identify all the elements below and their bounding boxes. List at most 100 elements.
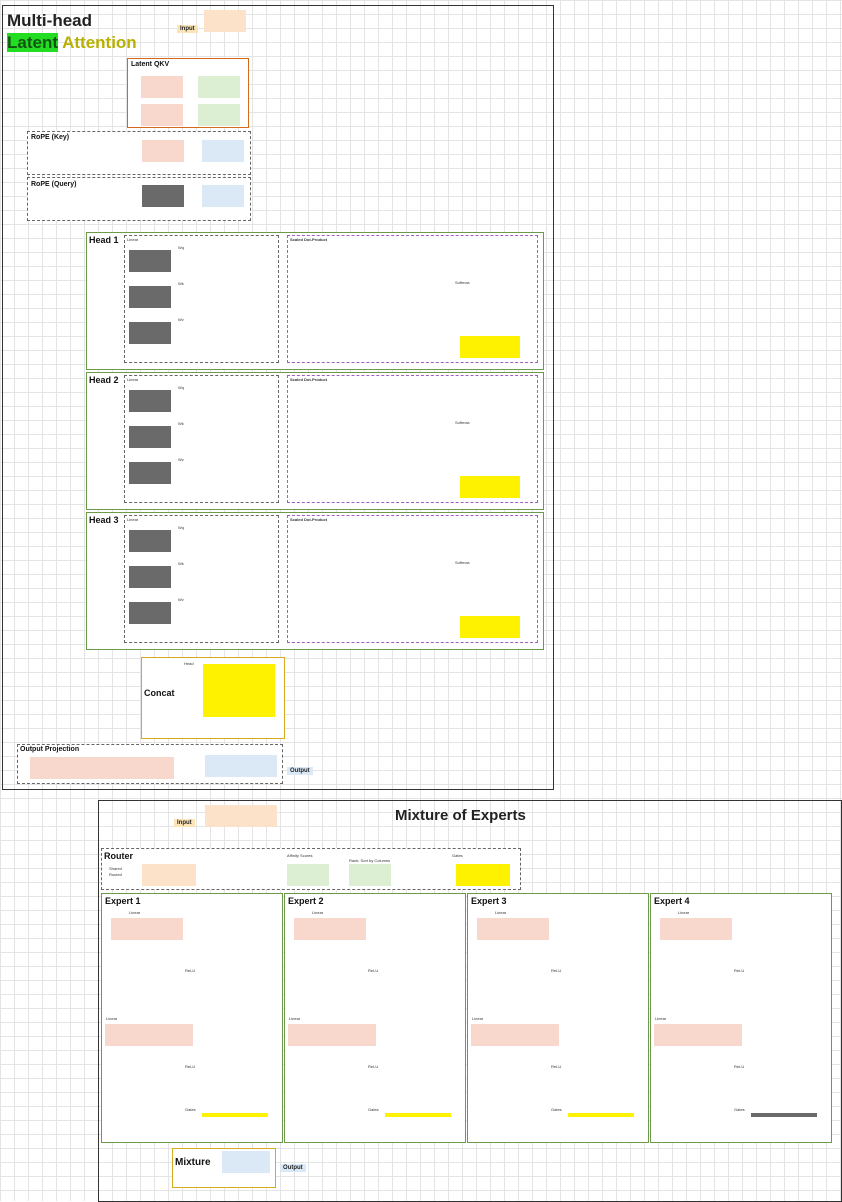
matrix-cell xyxy=(360,1037,368,1042)
attention-word: Attention xyxy=(62,33,137,52)
matrix-cell xyxy=(229,755,241,760)
matrix-cell xyxy=(157,390,164,395)
matrix-cell xyxy=(396,587,404,591)
matrix-cell xyxy=(245,548,253,552)
matrix-cell xyxy=(301,872,308,878)
matrix-cell xyxy=(218,23,225,28)
matrix-cell xyxy=(62,770,70,775)
matrix-cell xyxy=(169,1032,177,1038)
matrix-cell xyxy=(157,326,164,331)
matrix-cell xyxy=(229,340,237,344)
matrix-cell xyxy=(773,1082,784,1086)
matrix-cell xyxy=(161,1028,169,1033)
matrix-cell xyxy=(170,198,177,203)
matrix-cell xyxy=(335,447,342,451)
matrix-cell xyxy=(212,93,219,98)
matrix-cell xyxy=(129,398,136,404)
matrix-cell xyxy=(500,480,510,485)
matrix-cell xyxy=(509,926,517,932)
matrix-cell xyxy=(490,629,500,634)
matrix-cell xyxy=(150,263,157,268)
matrix-cell xyxy=(30,774,38,779)
matrix-cell xyxy=(164,390,171,395)
matrix-cell xyxy=(344,1032,352,1038)
matrix-cell xyxy=(503,1041,511,1046)
matrix-cell xyxy=(178,877,187,882)
rope-key-w-matrix xyxy=(142,140,184,162)
matrix-cell xyxy=(182,157,190,161)
head-scores-matrix xyxy=(380,569,428,591)
matrix-cell xyxy=(525,918,533,923)
matrix-cell xyxy=(130,157,138,161)
matrix-cell xyxy=(152,203,160,207)
matrix-cell xyxy=(335,587,342,591)
matrix-cell xyxy=(460,344,470,350)
matrix-cell xyxy=(245,584,253,588)
matrix-cell xyxy=(302,918,310,923)
matrix-cell xyxy=(226,121,233,126)
expert-gates-row xyxy=(568,1113,634,1118)
matrix-cell xyxy=(142,765,150,771)
matrix-cell xyxy=(156,153,163,158)
matrix-cell xyxy=(380,354,388,358)
matrix-cell xyxy=(142,770,150,775)
expert-title: Expert 3 xyxy=(471,896,507,906)
matrix-cell xyxy=(241,768,253,773)
matrix-cell xyxy=(70,770,78,775)
matrix-cell xyxy=(480,480,490,485)
matrix-cell xyxy=(470,353,480,358)
matrix-cell xyxy=(148,89,155,94)
matrix-cell xyxy=(342,926,350,932)
matrix-cell xyxy=(527,1032,535,1038)
matrix-cell xyxy=(102,770,110,775)
matrix-cell xyxy=(157,267,164,272)
matrix-cell xyxy=(203,699,215,704)
matrix-cell xyxy=(377,881,384,886)
matrix-cell xyxy=(143,615,150,620)
concat-head-label: Head xyxy=(184,661,194,666)
matrix-cell xyxy=(474,872,483,878)
matrix-cell xyxy=(166,770,174,775)
matrix-cell xyxy=(662,1028,670,1033)
matrix-cell xyxy=(86,770,94,775)
matrix-cell xyxy=(143,538,150,544)
matrix-cell xyxy=(654,1041,662,1046)
matrix-cell xyxy=(380,587,388,591)
matrix-cell xyxy=(235,1042,246,1046)
expert-gates-label: Gates xyxy=(185,1107,196,1112)
matrix-cell xyxy=(361,538,369,542)
matrix-cell xyxy=(212,76,219,81)
matrix-cell xyxy=(253,759,265,764)
expert-relu2-matrix xyxy=(751,1064,817,1086)
matrix-cell xyxy=(388,307,396,311)
matrix-cell xyxy=(170,140,177,145)
matrix-cell xyxy=(492,881,501,886)
matrix-cell xyxy=(176,121,183,126)
matrix-cell xyxy=(245,444,253,448)
matrix-cell xyxy=(205,112,212,118)
matrix-cell xyxy=(795,1042,806,1046)
matrix-cell xyxy=(143,403,150,408)
matrix-cell xyxy=(429,1113,440,1118)
matrix-cell xyxy=(167,931,175,936)
matrix-cell xyxy=(384,864,391,869)
matrix-cell xyxy=(239,672,251,678)
matrix-cell xyxy=(257,1142,268,1146)
matrix-cell xyxy=(163,193,170,199)
matrix-cell xyxy=(773,1142,784,1146)
expert-gates-row xyxy=(751,1113,817,1118)
ctq-matrix xyxy=(198,76,240,98)
matrix-cell xyxy=(217,759,229,764)
expert-linear1-label: Linear xyxy=(495,910,507,915)
matrix-cell xyxy=(164,479,171,484)
matrix-cell xyxy=(412,307,420,311)
matrix-cell xyxy=(380,447,388,451)
matrix-cell xyxy=(483,877,492,882)
matrix-cell xyxy=(111,931,119,936)
matrix-cell xyxy=(460,353,470,358)
matrix-cell xyxy=(251,668,263,673)
matrix-cell xyxy=(143,926,151,932)
matrix-cell xyxy=(670,1041,678,1046)
matrix-cell xyxy=(470,476,480,481)
matrix-cell xyxy=(166,761,174,766)
